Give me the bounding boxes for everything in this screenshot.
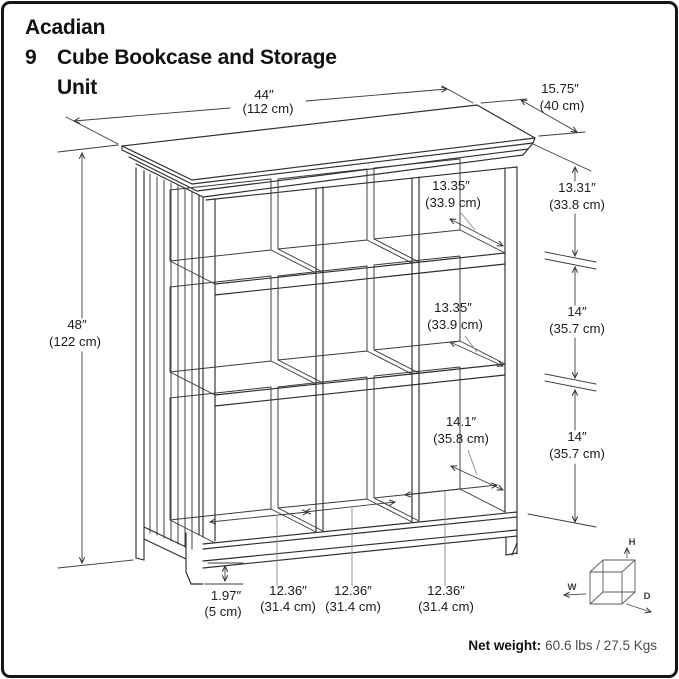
overall-depth-in: 15.75″ (541, 81, 579, 96)
cube-width-left-in: 12.36″ (269, 583, 307, 598)
cube-depth-top-in: 13.35″ (432, 178, 470, 193)
product-series-title: Acadian (25, 16, 106, 39)
base-and-legs (135, 511, 518, 585)
axis-d-label: D (644, 591, 651, 602)
bookcase-front-frame (198, 166, 518, 555)
dimension-cube-depths: 13.35″ (33.9 cm) 13.35″ (33.9 cm) 14.1″ … (425, 178, 503, 490)
axis-w-label: W (568, 582, 577, 593)
product-name-text2: Unit (57, 76, 98, 99)
cube-depth-bottom-cm: (35.8 cm) (433, 431, 489, 446)
cube-width-right-cm: (31.4 cm) (418, 599, 474, 614)
row-height-bottom-cm: (35.7 cm) (549, 446, 605, 461)
bookcase-top-board (121, 104, 536, 198)
cube-depth-mid-in: 13.35″ (434, 300, 472, 315)
overall-height-in: 48″ (67, 317, 87, 332)
axis-h-label: H (629, 537, 636, 548)
cube-dividers (315, 176, 420, 532)
row-height-top-cm: (33.8 cm) (549, 197, 605, 212)
overall-width-in: 44″ (254, 87, 274, 102)
base-height-cm: (5 cm) (204, 604, 241, 619)
cube-width-center-cm: (31.4 cm) (325, 599, 381, 614)
product-name-line2: Unit (25, 73, 337, 103)
net-weight-note: Net weight:60.6 lbs / 27.5 Kgs (468, 638, 657, 653)
dimension-cube-widths: 12.36″ (31.4 cm) 12.36″ (31.4 cm) 12.36″… (210, 485, 497, 614)
title-block: Acadian 9 Cube Bookcase and Storage Unit (25, 13, 337, 103)
base-height-in: 1.97″ (211, 588, 242, 603)
overall-width-cm: (112 cm) (242, 101, 293, 116)
left-side-panel (135, 167, 193, 561)
dimension-right-chain: 13.31″ (33.8 cm) 14″ (35.7 cm) 14″ (35.7… (527, 143, 605, 528)
cube-interiors (169, 158, 506, 544)
cube-depth-top-cm: (33.9 cm) (425, 195, 481, 210)
row-height-bottom-in: 14″ (567, 429, 587, 444)
product-cube-count: 9 (25, 46, 37, 69)
cube-depth-mid-cm: (33.9 cm) (427, 317, 483, 332)
dimension-overall-height: 48″ (122 cm) (49, 144, 134, 569)
row-height-top-in: 13.31″ (558, 180, 596, 195)
dimension-base-height: 1.97″ (5 cm) (204, 562, 244, 619)
dimension-overall-depth: 15.75″ (40 cm) (480, 81, 586, 137)
cube-width-center-in: 12.36″ (334, 583, 372, 598)
wdh-axis-cube-icon: W D H (564, 537, 651, 612)
net-weight-label: Net weight: (468, 638, 542, 653)
cube-depth-bottom-in: 14.1″ (446, 414, 477, 429)
cube-width-left-cm: (31.4 cm) (260, 599, 316, 614)
net-weight-value: 60.6 lbs / 27.5 Kgs (545, 638, 657, 653)
overall-depth-cm: (40 cm) (540, 98, 585, 113)
product-name-line: 9 Cube Bookcase and Storage (25, 43, 337, 73)
shelves (214, 252, 506, 407)
dimension-overall-width: 44″ (112 cm) (65, 85, 474, 145)
overall-height-cm: (122 cm) (49, 334, 101, 349)
row-height-mid-cm: (35.7 cm) (549, 321, 605, 336)
product-name-text: Cube Bookcase and Storage (57, 46, 337, 69)
row-height-mid-in: 14″ (567, 304, 587, 319)
cube-width-right-in: 12.36″ (427, 583, 465, 598)
